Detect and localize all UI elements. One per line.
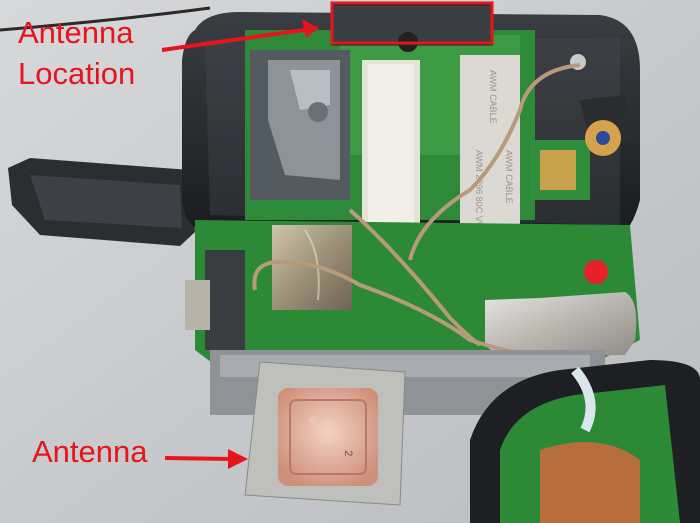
coax-cable-2 (252, 259, 531, 357)
cable-text-1: AWM CABLE (488, 70, 498, 124)
coax-cable-1 (408, 63, 581, 261)
red-dot (584, 260, 608, 284)
antenna-location-label-line1: Antenna (18, 15, 134, 50)
coax-cable-3 (348, 208, 482, 347)
cable-text-3: AWM CABLE (504, 150, 514, 204)
shield-can (272, 225, 352, 310)
cable-text-2: AWM 2896 80C VW-1 (474, 150, 484, 238)
cord (0, 6, 211, 32)
antenna-location-label-line2: Location (18, 56, 136, 91)
arrow-to-antenna (164, 456, 233, 461)
arrow-to-antenna-location (161, 26, 319, 52)
antenna-label: Antenna (32, 434, 148, 469)
patch-marking: 2 (341, 450, 353, 457)
antenna-location-box (330, 1, 494, 45)
metal-plate (485, 292, 637, 358)
gps-patch-antenna (278, 388, 378, 486)
